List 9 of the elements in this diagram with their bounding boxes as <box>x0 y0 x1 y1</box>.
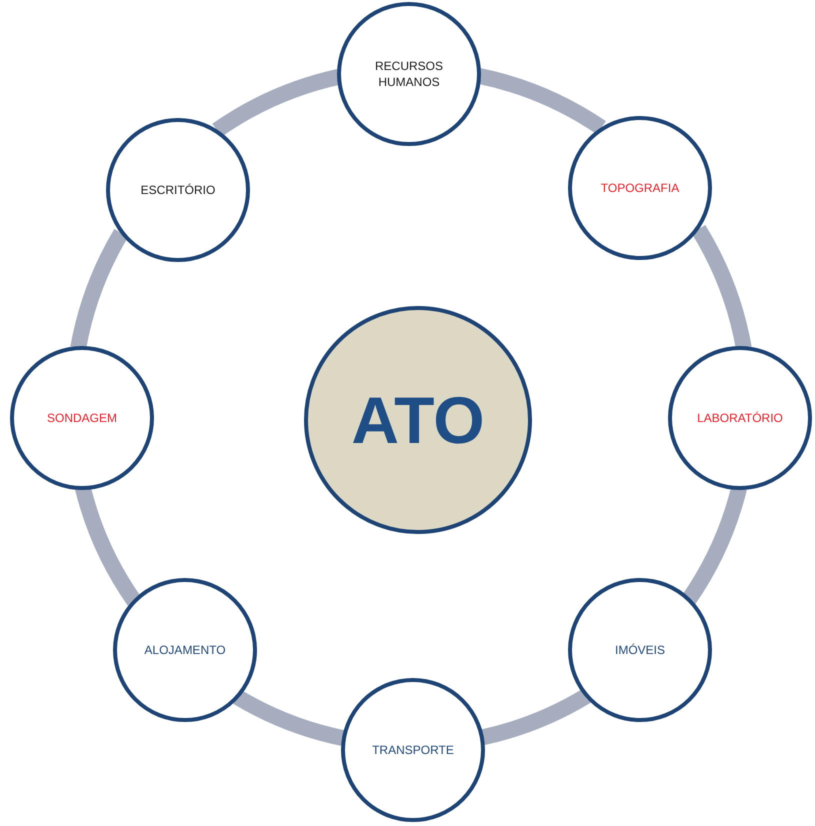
center-title: ATO <box>351 387 485 453</box>
topic-label: IMÓVEIS <box>614 642 666 658</box>
topic-label: SONDAGEM <box>46 410 118 426</box>
topic-label: TRANSPORTE <box>371 742 455 758</box>
topic-label: LABORATÓRIO <box>696 410 784 426</box>
topic-label: RECURSOS HUMANOS <box>374 58 444 90</box>
topic-label: ESCRITÓRIO <box>140 182 216 198</box>
topic-label: ALOJAMENTO <box>143 642 227 658</box>
topic-label: TOPOGRAFIA <box>600 180 680 196</box>
